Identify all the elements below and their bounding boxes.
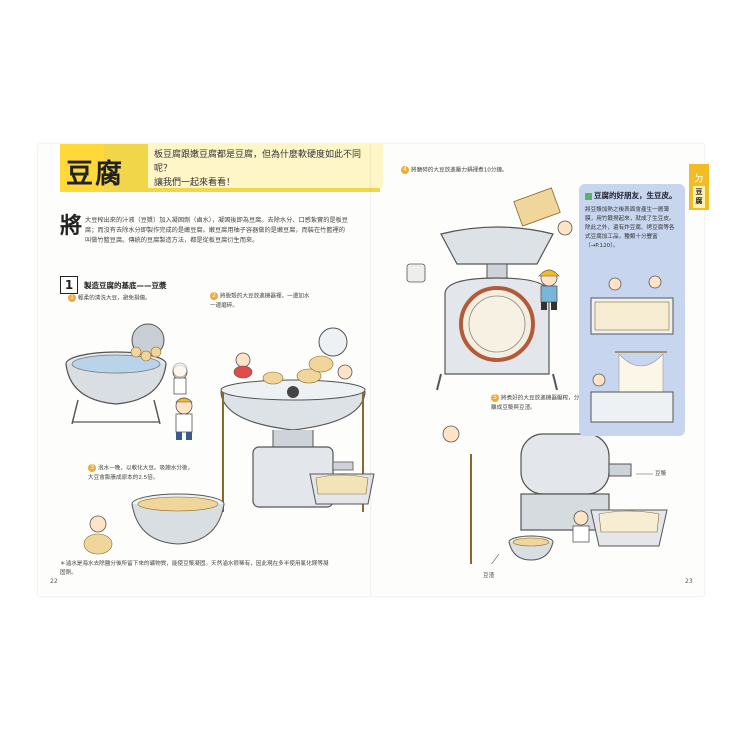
- yuba-illustration: [590, 275, 674, 423]
- caption-1-number: 1: [68, 294, 76, 302]
- step-header: 1 製造豆腐的基底——豆漿: [60, 276, 167, 294]
- chapter-tab: ㄉ 豆腐: [689, 164, 709, 210]
- subtitle-line-2: 讓我們一起來看看！: [154, 178, 236, 188]
- book-spread: 豆腐 板豆腐跟嫩豆腐都是豆腐，但為什麼軟硬度如此不同呢？ 讓我們一起來看看！ 將…: [38, 144, 709, 596]
- intro-paragraph: 將 大豆榨出來的汁液（豆漿）加入凝固劑（鹵水），凝固後即為豆腐。去除水分、口感紮…: [60, 216, 350, 246]
- caption-2-number: 2: [210, 292, 218, 300]
- helper-figure-left: [175, 397, 193, 440]
- label-soymilk: 豆漿: [655, 471, 667, 477]
- caption-2-text: 將脫殼的大豆放進機器裡，一邊加水一邊磨碎。: [210, 293, 310, 309]
- caption-5-text: 將煮好的大豆放進機器壓榨，分離成豆漿與豆渣。: [491, 395, 580, 411]
- caption-3-number: 3: [88, 464, 96, 472]
- washing-tub-illustration: [65, 323, 188, 425]
- footnote: ＊滷水是海水去除鹽分後所留下來的礦物質，能使豆漿凝固。天然滷水很稀有，因此現在多…: [60, 561, 329, 576]
- soaking-tub-illustration: [83, 493, 225, 555]
- caption-4-text: 將磨碎的大豆放進壓力鍋裡煮10分鐘。: [411, 167, 508, 174]
- sidebar-heading-text: 豆腐的好朋友，生豆皮。: [594, 191, 677, 200]
- step-title: 製造豆腐的基底——豆漿: [84, 280, 167, 290]
- chapter-tab-icon: ㄉ: [694, 174, 704, 185]
- page-number-right: 23: [685, 578, 693, 585]
- caption-1-text: 輕柔的清洗大豆，避免損傷。: [78, 295, 151, 302]
- gutter: [370, 144, 372, 596]
- page-number-left: 22: [50, 578, 58, 585]
- press-machine-illustration: [442, 425, 668, 564]
- sidebar-box: 豆腐的好朋友，生豆皮。 將豆漿加熱之後表面會產生一層薄膜，用竹籤撈起來，就成了生…: [579, 184, 685, 436]
- caption-3-text: 泡水一晚，以軟化大豆。吸飽水分後，大豆會膨脹成原本的2.5倍。: [88, 465, 194, 481]
- subtitle-line-1: 板豆腐跟嫩豆腐都是豆腐，但為什麼軟硬度如此不同呢？: [154, 150, 362, 174]
- sidebar-text: 將豆漿加熱之後表面會產生一層薄膜，用竹籤撈起來，就成了生豆皮。除此之外，還有炸豆…: [585, 207, 675, 249]
- page-title: 豆腐: [66, 159, 124, 190]
- intro-text: 大豆榨出來的汁液（豆漿）加入凝固劑（鹵水），凝固後即為豆腐。去除水分、口感紮實的…: [85, 217, 348, 244]
- okara-tray-illustration: [309, 473, 375, 505]
- left-page: 豆腐 板豆腐跟嫩豆腐都是豆腐，但為什麼軟硬度如此不同呢？ 讓我們一起來看看！ 將…: [38, 144, 383, 596]
- pressure-cooker-illustration: [406, 187, 586, 394]
- grinder-illustration: [220, 327, 366, 512]
- caption-4-number: 4: [401, 166, 409, 174]
- sidebar-heading: 豆腐的好朋友，生豆皮。: [585, 190, 677, 201]
- sidebar-marker: [585, 192, 592, 200]
- title-accent: [60, 144, 104, 192]
- page-subtitle: 板豆腐跟嫩豆腐都是豆腐，但為什麼軟硬度如此不同呢？ 讓我們一起來看看！: [148, 144, 383, 188]
- chapter-tab-label: 豆腐: [693, 186, 705, 208]
- label-okara: 豆渣: [483, 573, 495, 579]
- drop-cap: 將: [60, 214, 83, 239]
- step-number: 1: [60, 276, 78, 294]
- helper-figure-right: [538, 269, 560, 310]
- caption-5-number: 5: [491, 394, 499, 402]
